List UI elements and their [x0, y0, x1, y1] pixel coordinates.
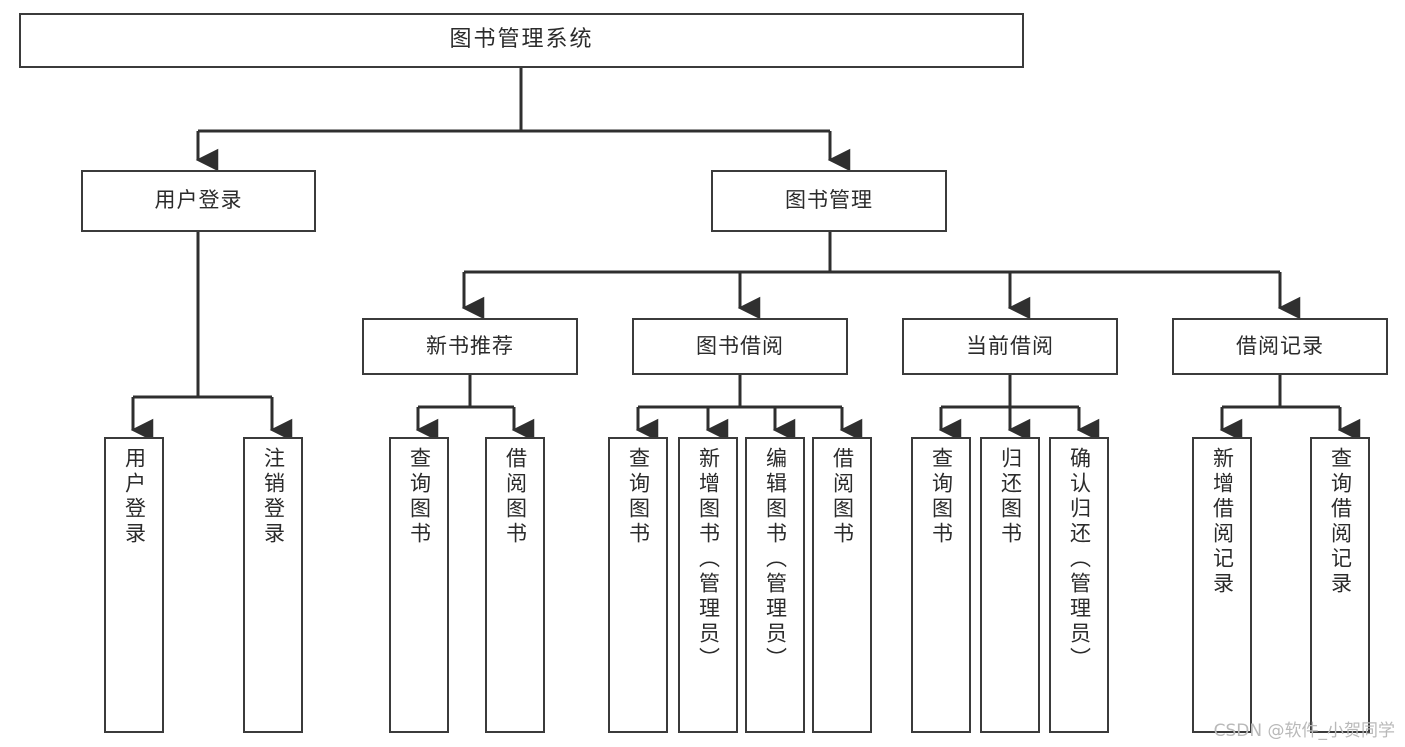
node-label: 借阅图书 [503, 447, 528, 547]
leaf-recommend-borrow-book[interactable]: 借阅图书 [485, 437, 545, 733]
leaf-borrow-edit-book-admin[interactable]: 编辑图书（管理员） [745, 437, 805, 733]
leaf-user-login-logout[interactable]: 注销登录 [243, 437, 303, 733]
node-label: 用户登录 [154, 188, 243, 213]
leaf-recommend-query-book[interactable]: 查询图书 [389, 437, 449, 733]
node-label: 查询图书 [407, 447, 432, 547]
watermark: CSDN @软件_小贺同学 [1213, 721, 1395, 741]
leaf-current-return-book[interactable]: 归还图书 [980, 437, 1040, 733]
node-book-management[interactable]: 图书管理 [711, 170, 947, 232]
node-new-book-recommend[interactable]: 新书推荐 [362, 318, 578, 375]
node-label: 图书管理 [785, 188, 873, 213]
node-book-borrow[interactable]: 图书借阅 [632, 318, 848, 375]
leaf-borrow-query-book[interactable]: 查询图书 [608, 437, 668, 733]
node-borrow-record[interactable]: 借阅记录 [1172, 318, 1388, 375]
node-user-login[interactable]: 用户登录 [81, 170, 316, 232]
node-label: 确认归还（管理员） [1067, 447, 1092, 672]
node-label: 查询图书 [929, 447, 954, 547]
node-label: 归还图书 [998, 447, 1023, 547]
node-label: 借阅记录 [1236, 333, 1324, 358]
node-label: 借阅图书 [830, 447, 855, 547]
node-root-book-management-system[interactable]: 图书管理系统 [19, 13, 1024, 68]
node-label: 查询图书 [626, 447, 651, 547]
node-label: 当前借阅 [966, 333, 1054, 358]
node-current-borrow[interactable]: 当前借阅 [902, 318, 1118, 375]
node-label: 新增借阅记录 [1210, 447, 1235, 597]
node-label: 图书管理系统 [449, 27, 594, 53]
node-label: 用户登录 [122, 447, 147, 547]
leaf-user-login-login[interactable]: 用户登录 [104, 437, 164, 733]
leaf-record-query-record[interactable]: 查询借阅记录 [1310, 437, 1370, 733]
node-label: 查询借阅记录 [1328, 447, 1353, 597]
leaf-current-query-book[interactable]: 查询图书 [911, 437, 971, 733]
node-label: 新增图书（管理员） [696, 447, 721, 672]
leaf-current-confirm-return-admin[interactable]: 确认归还（管理员） [1049, 437, 1109, 733]
node-label: 新书推荐 [426, 333, 514, 358]
leaf-borrow-borrow-book[interactable]: 借阅图书 [812, 437, 872, 733]
leaf-record-add-record[interactable]: 新增借阅记录 [1192, 437, 1252, 733]
node-label: 图书借阅 [696, 333, 784, 358]
node-label: 注销登录 [261, 447, 286, 547]
leaf-borrow-add-book-admin[interactable]: 新增图书（管理员） [678, 437, 738, 733]
node-label: 编辑图书（管理员） [763, 447, 788, 672]
